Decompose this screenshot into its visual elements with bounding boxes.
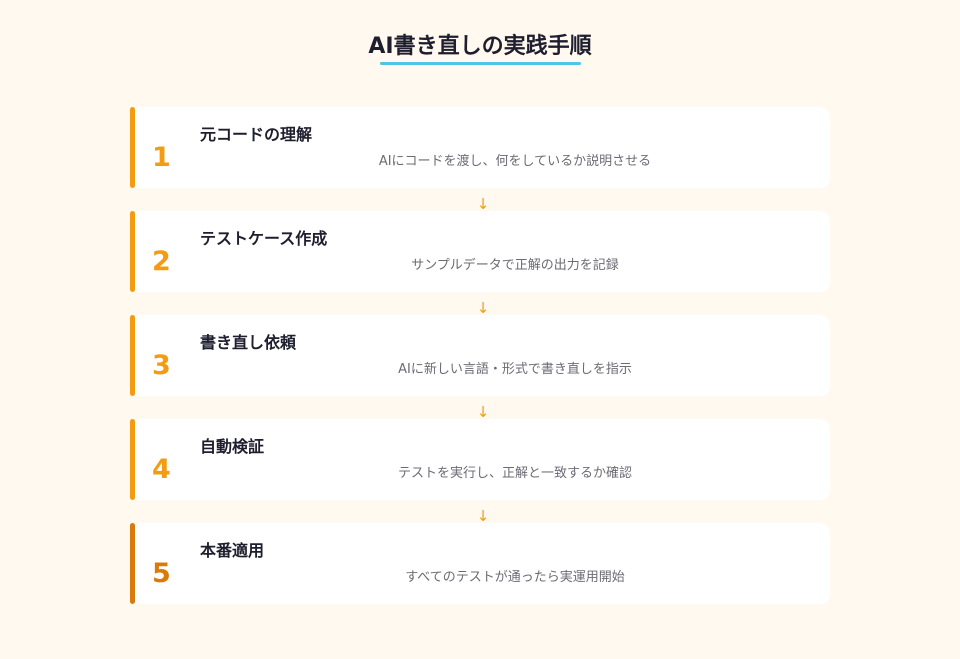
down-arrow-icon: ↓ <box>476 507 490 525</box>
step-accent-bar <box>130 315 135 396</box>
step-card-2: 2 テストケース作成 サンプルデータで正解の出力を記録 <box>130 211 830 292</box>
step-number: 5 <box>152 558 171 589</box>
step-heading: 書き直し依頼 <box>200 333 297 352</box>
step-heading: 元コードの理解 <box>200 125 313 144</box>
step-card-4: 4 自動検証 テストを実行し、正解と一致するか確認 <box>130 419 830 500</box>
down-arrow-icon: ↓ <box>476 403 490 421</box>
step-description: すべてのテストが通ったら実運用開始 <box>405 570 625 585</box>
step-card-3: 3 書き直し依頼 AIに新しい言語・形式で書き直しを指示 <box>130 315 830 396</box>
step-heading: 本番適用 <box>200 541 265 560</box>
step-accent-bar <box>130 107 135 188</box>
step-accent-bar <box>130 523 135 604</box>
step-accent-bar <box>130 419 135 500</box>
step-heading: 自動検証 <box>200 437 265 456</box>
step-card-5: 5 本番適用 すべてのテストが通ったら実運用開始 <box>130 523 830 604</box>
step-heading: テストケース作成 <box>200 229 328 248</box>
step-number: 2 <box>152 246 171 277</box>
down-arrow-icon: ↓ <box>476 195 490 213</box>
step-description: テストを実行し、正解と一致するか確認 <box>397 466 632 481</box>
step-number: 3 <box>152 350 171 381</box>
page-title: AI書き直しの実践手順 <box>368 34 592 59</box>
step-description: サンプルデータで正解の出力を記録 <box>411 258 619 273</box>
step-description: AIにコードを渡し、何をしているか説明させる <box>378 154 652 169</box>
step-description: AIに新しい言語・形式で書き直しを指示 <box>398 362 632 377</box>
step-card-1: 1 元コードの理解 AIにコードを渡し、何をしているか説明させる <box>130 107 830 188</box>
down-arrow-icon: ↓ <box>476 299 490 317</box>
step-accent-bar <box>130 211 135 292</box>
title-underline <box>380 62 581 65</box>
step-number: 4 <box>152 454 171 485</box>
step-number: 1 <box>152 142 171 173</box>
